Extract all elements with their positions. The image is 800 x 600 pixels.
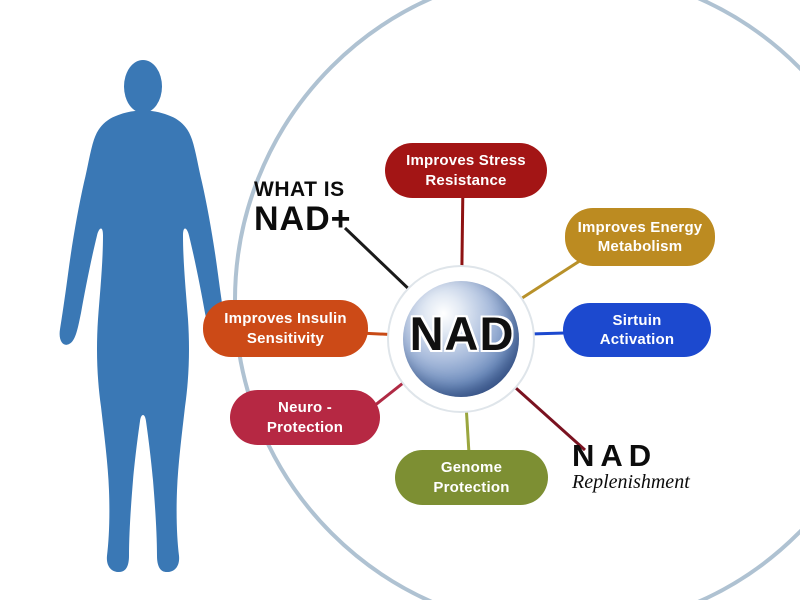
nad-sphere xyxy=(403,281,519,397)
silhouette-head xyxy=(124,60,162,114)
what-is-nad-annotation: WHAT IS NAD+ xyxy=(254,179,352,236)
nad-plus-text: NAD+ xyxy=(254,200,352,238)
human-silhouette xyxy=(59,60,227,573)
node-genome-protection: Genome Protection xyxy=(395,450,548,505)
node-improves-energy-metabolism: Improves Energy Metabolism xyxy=(565,208,715,266)
replenishment-text: Replenishment xyxy=(572,471,690,493)
center-nad-label: NAD xyxy=(409,307,515,360)
silhouette-body xyxy=(59,110,227,573)
what-is-text: WHAT IS xyxy=(254,178,345,201)
node-improves-insulin-sensitivity: Improves Insulin Sensitivity xyxy=(203,300,368,357)
node-neuro-protection: Neuro - Protection xyxy=(230,390,380,445)
nad-replenishment-annotation: NAD Replenishment xyxy=(572,440,690,494)
replenishment-nad-text: NAD xyxy=(572,438,658,473)
node-improves-stress-resistance: Improves Stress Resistance xyxy=(385,143,547,198)
node-sirtuin-activation: Sirtuin Activation xyxy=(563,303,711,357)
